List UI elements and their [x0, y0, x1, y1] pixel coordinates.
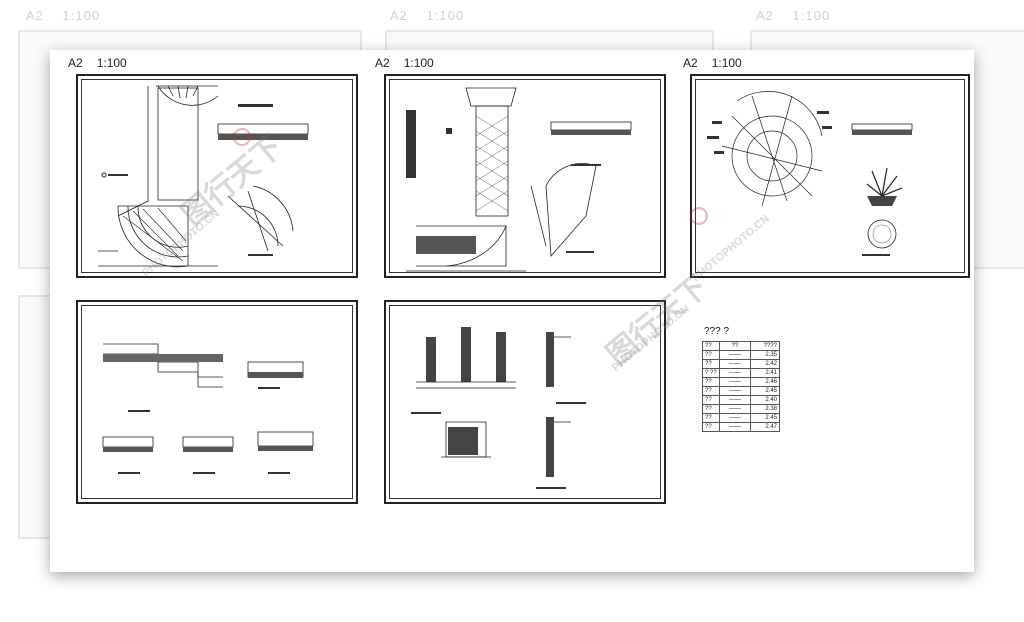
drawing-frame-details[interactable] [384, 300, 666, 504]
watermark-logo-dot-2 [690, 207, 708, 225]
legend-cell: ?? [702, 359, 720, 369]
legend-cell: ? ?? [702, 368, 720, 378]
legend-cell: ?? [702, 422, 720, 432]
legend-cell: ???? [750, 341, 780, 351]
legend-row: ???????? [702, 341, 780, 351]
legend-cell: 2.47 [750, 422, 780, 432]
legend-cell: —— [719, 395, 751, 405]
legend-title: ??? ? [704, 326, 730, 337]
details-drawing [411, 327, 586, 489]
legend-cell: ?? [702, 404, 720, 414]
legend-row: ??——2.42 [702, 359, 780, 369]
legend-table: ??????????——2.35??——2.42? ??——2.41??——2.… [702, 341, 780, 432]
legend-cell: —— [719, 422, 751, 432]
background-sheet-2-label: A2 1:100 [390, 8, 465, 23]
legend-cell: ?? [702, 386, 720, 396]
sections-drawing [102, 343, 314, 474]
drawing-frame-plan[interactable] [76, 74, 358, 278]
background-sheet-1-label: A2 1:100 [26, 8, 101, 23]
legend-cell: —— [719, 404, 751, 414]
legend-cell: ?? [702, 377, 720, 387]
legend-row: ? ??——2.41 [702, 368, 780, 378]
legend-cell: —— [719, 350, 751, 360]
legend-cell: ?? [719, 341, 751, 351]
legend-row: ??——2.40 [702, 395, 780, 405]
legend-cell: —— [719, 377, 751, 387]
legend-row: ??——2.35 [702, 350, 780, 360]
legend-row: ??——2.47 [702, 422, 780, 432]
legend-row: ??——2.45 [702, 386, 780, 396]
legend-cell: 2.41 [750, 368, 780, 378]
elevation-drawing [406, 87, 632, 272]
drawing-frame-elevation[interactable] [384, 74, 666, 278]
legend-cell: —— [719, 359, 751, 369]
legend-cell: —— [719, 386, 751, 396]
legend-cell: 2.45 [750, 413, 780, 423]
background-sheet-3-label: A2 1:100 [756, 8, 831, 23]
legend-row: ??——2.38 [702, 404, 780, 414]
legend-row: ??——2.46 [702, 377, 780, 387]
legend-cell: ?? [702, 395, 720, 405]
legend-cell: 2.38 [750, 404, 780, 414]
drawing-frame-radial[interactable] [690, 74, 970, 278]
legend-cell: 2.42 [750, 359, 780, 369]
legend-cell: ?? [702, 341, 720, 351]
legend-cell: ?? [702, 350, 720, 360]
legend-row: ??——2.45 [702, 413, 780, 423]
legend-cell: 2.40 [750, 395, 780, 405]
watermark-logo-dot [233, 128, 251, 146]
legend-cell: 2.45 [750, 386, 780, 396]
plan-drawing [98, 85, 309, 268]
drawing-frame-sections[interactable] [76, 300, 358, 504]
legend-cell: ?? [702, 413, 720, 423]
legend-cell: —— [719, 413, 751, 423]
legend-cell: 2.35 [750, 350, 780, 360]
legend-cell: —— [719, 368, 751, 378]
radial-drawing [707, 91, 913, 256]
legend-cell: 2.46 [750, 377, 780, 387]
